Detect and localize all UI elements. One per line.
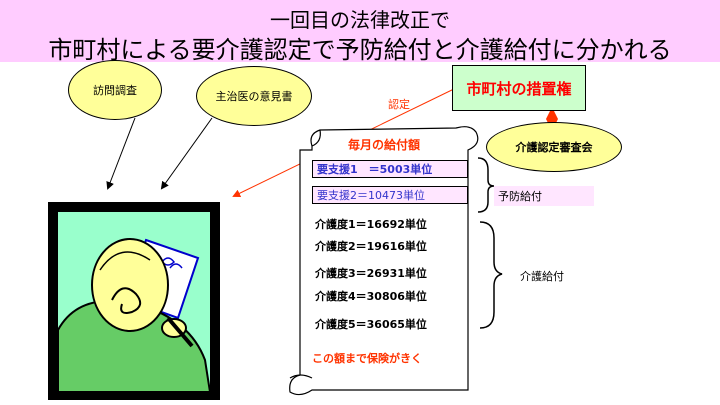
care-level-5: 介護度5＝36065単位 bbox=[315, 318, 427, 331]
care-level-3: 介護度3＝26931単位 bbox=[315, 267, 427, 280]
arrow-doctor-to-picture bbox=[160, 117, 213, 190]
certification-label: 認定 bbox=[388, 98, 410, 111]
home-visit-bubble: 訪問調査 bbox=[68, 60, 162, 120]
bracket-care bbox=[479, 221, 503, 329]
arrow-visit-to-picture bbox=[106, 117, 136, 190]
review-board-bubble: 介護認定審査会 bbox=[486, 122, 622, 172]
title-band bbox=[0, 0, 720, 62]
care-level-1: 介護度1＝16692単位 bbox=[315, 218, 427, 231]
title-line-1: 一回目の法律改正で bbox=[270, 8, 450, 32]
support-level-1: 要支援1 ＝5003単位 bbox=[312, 160, 468, 178]
care-level-2: 介護度2＝19616単位 bbox=[315, 240, 427, 253]
title-line-2: 市町村による要介護認定で予防給付と介護給付に分かれる bbox=[48, 36, 672, 64]
preventive-benefit-label: 予防給付 bbox=[494, 186, 594, 206]
care-benefit-label: 介護給付 bbox=[520, 270, 564, 283]
doctor-opinion-bubble: 主治医の意見書 bbox=[196, 66, 312, 126]
support-level-2: 要支援2＝10473単位 bbox=[312, 186, 468, 204]
municipal-power-box: 市町村の措置権 bbox=[452, 65, 586, 111]
picture-illustration bbox=[48, 202, 220, 400]
care-level-4: 介護度4＝30806単位 bbox=[315, 290, 427, 303]
scroll-header: 毎月の給付額 bbox=[348, 138, 421, 152]
scroll-footer: この額まで保険がきく bbox=[312, 352, 422, 365]
bracket-preventive bbox=[477, 157, 495, 213]
